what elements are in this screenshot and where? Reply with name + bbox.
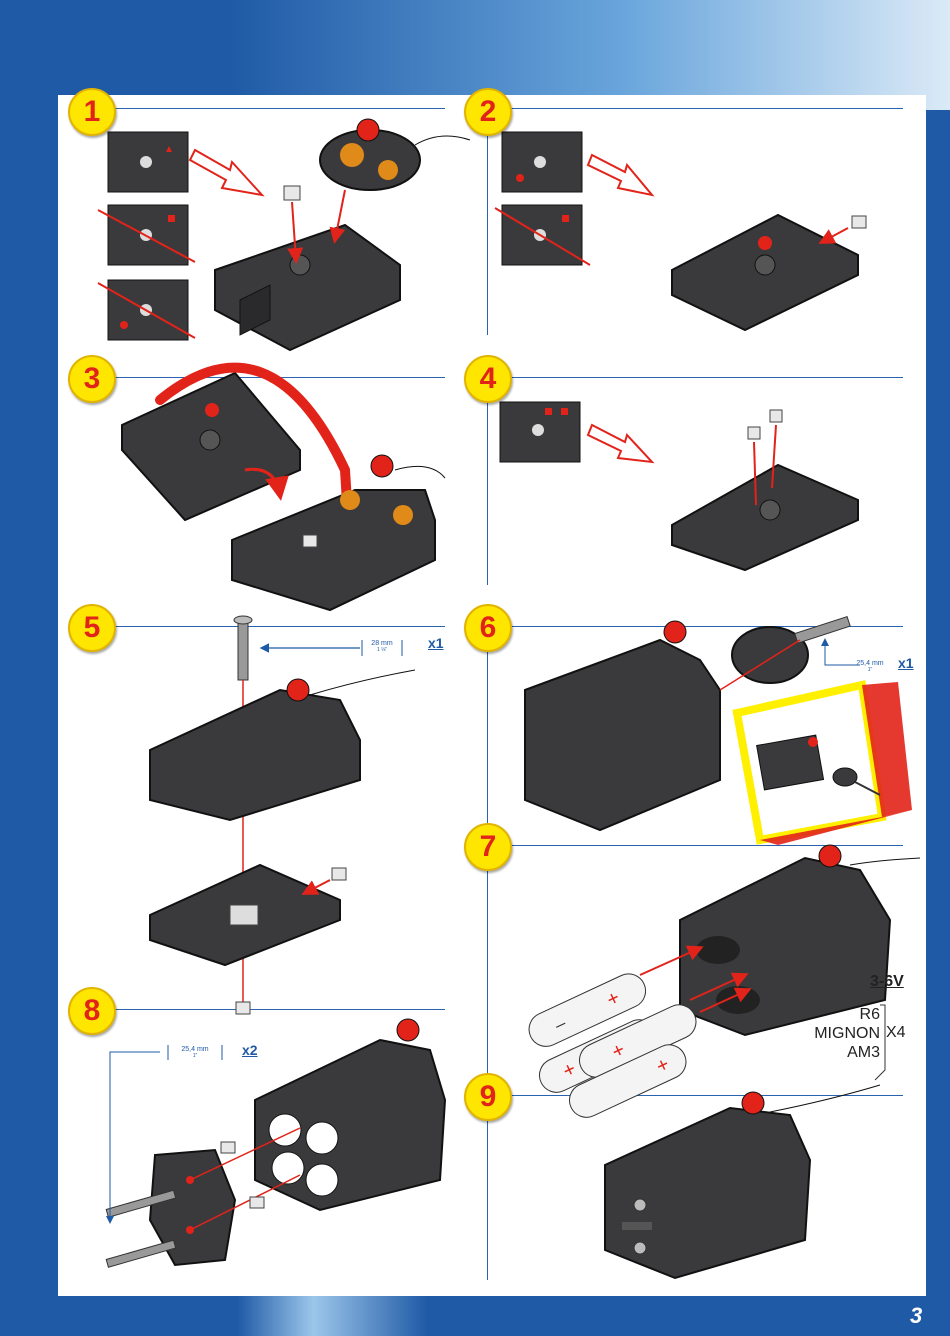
page-number: 3 [910, 1303, 922, 1329]
screw-count: x1 [428, 635, 444, 651]
battery-type-list: R6 MIGNON AM3 [790, 1005, 880, 1062]
screw-length-label: 28 mm 1 ⅛" [362, 640, 402, 653]
screw-count: x1 [898, 655, 914, 671]
step-number-2: 2 [464, 88, 512, 136]
step-number-5: 5 [68, 604, 116, 652]
step5-half-shell [150, 865, 346, 1014]
step2-half-shell [672, 215, 866, 330]
step4-half-shell [672, 410, 858, 570]
battery-type: AM3 [790, 1043, 880, 1062]
hollow-arrow [190, 150, 262, 195]
battery-count: X4 [886, 1024, 906, 1042]
step8-holder [106, 1019, 445, 1267]
step2-part-panels [495, 132, 590, 265]
step-number-8: 8 [68, 987, 116, 1035]
step4-part-panel [500, 402, 580, 462]
step-number-6: 6 [464, 604, 512, 652]
step-number-9: 9 [464, 1073, 512, 1121]
step1-holder [215, 186, 400, 350]
step1-part-panels [98, 132, 195, 340]
step6-holder [525, 617, 860, 830]
screw-count: x2 [242, 1042, 258, 1058]
hollow-arrow [588, 155, 652, 195]
step-number-7: 7 [464, 823, 512, 871]
screw-length-label: 25,4 mm 1" [172, 1046, 218, 1059]
step-number-1: 1 [68, 88, 116, 136]
step5-holder [150, 670, 415, 820]
step9-holder [605, 1085, 880, 1278]
screw-length-label: 25,4 mm 1" [850, 660, 890, 673]
step6-detail-frame [737, 682, 912, 845]
battery-type: MIGNON [790, 1024, 880, 1043]
hollow-arrow [588, 425, 652, 462]
step-number-4: 4 [464, 355, 512, 403]
step1-switch-unit [320, 119, 470, 240]
voltage-label: 3-6V [870, 973, 904, 991]
battery-type: R6 [790, 1005, 880, 1024]
step-number-3: 3 [68, 355, 116, 403]
